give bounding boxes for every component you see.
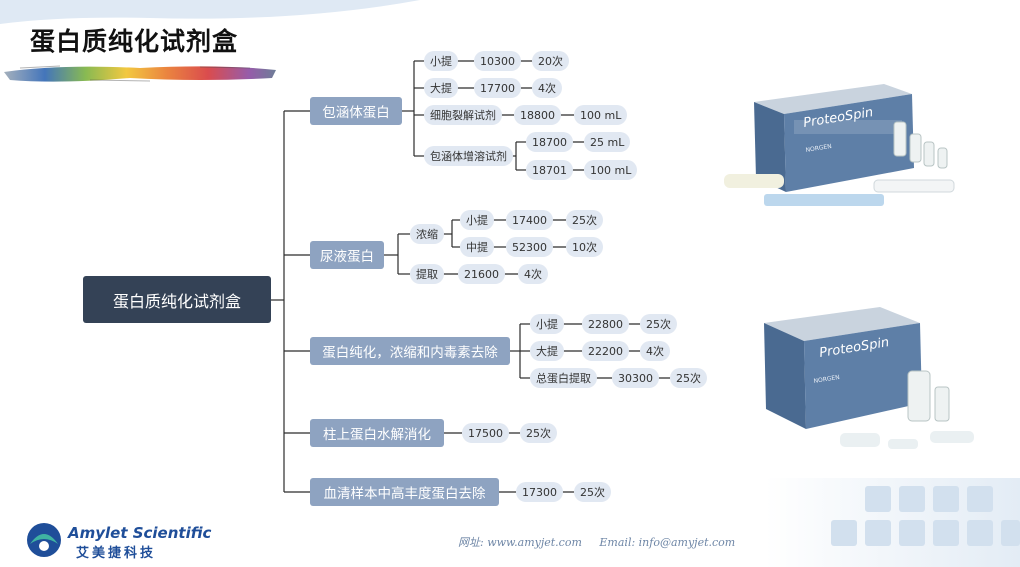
leaf-code: 17500 [462, 423, 509, 443]
website-link[interactable]: 网址: www.amyjet.com [458, 536, 582, 549]
slide-title: 蛋白质纯化试剂盒 [30, 27, 239, 56]
leaf-code: 52300 [506, 237, 553, 257]
leaf-name: 大提 [424, 78, 458, 98]
leaf-name: 小提 [460, 210, 494, 230]
leaf-name: 中提 [460, 237, 494, 257]
branch-urine-protein: 尿液蛋白 [310, 241, 384, 269]
leaf-name: 总蛋白提取 [530, 368, 597, 388]
leaf-code: 18700 [526, 132, 573, 152]
leaf-spec: 25次 [566, 210, 603, 230]
leaf-code: 18800 [514, 105, 561, 125]
amylet-logo-icon [27, 523, 61, 557]
leaf-spec: 4次 [532, 78, 562, 98]
leaf-spec: 4次 [640, 341, 670, 361]
leaf-code: 17700 [474, 78, 521, 98]
leaf-spec: 25 mL [584, 132, 631, 152]
leaf-code: 10300 [474, 51, 521, 71]
leaf-spec: 25次 [670, 368, 707, 388]
leaf-code: 21600 [458, 264, 505, 284]
svg-text:NORGEN: NORGEN [813, 374, 840, 385]
leaf-code: 18701 [526, 160, 573, 180]
branch-on-column-digestion: 柱上蛋白水解消化 [310, 419, 444, 447]
mindmap-root: 蛋白质纯化试剂盒 [83, 276, 271, 323]
leaf-spec: 100 mL [584, 160, 638, 180]
email-link[interactable]: Email: info@amyjet.com [599, 536, 736, 549]
branch-protein-purification: 蛋白纯化，浓缩和内毒素去除 [310, 337, 510, 365]
proteospin-kit-image-1: ProteoSpin NORGEN [724, 84, 955, 206]
leaf-name: 细胞裂解试剂 [424, 105, 502, 125]
decorative-tiles [765, 478, 1020, 567]
leaf-name: 小提 [424, 51, 458, 71]
leaf-sub: 浓缩 [410, 224, 444, 244]
leaf-code: 22800 [582, 314, 629, 334]
leaf-spec: 25次 [520, 423, 557, 443]
brand-name: Amylet Scientific [68, 524, 212, 542]
proteospin-kit-image-2: ProteoSpin NORGEN [764, 307, 974, 449]
leaf-name: 大提 [530, 341, 564, 361]
branch-serum-depletion: 血清样本中高丰度蛋白去除 [310, 478, 499, 506]
leaf-spec: 25次 [640, 314, 677, 334]
footer-contact: 网址: www.amyjet.com Email: info@amyjet.co… [458, 534, 749, 550]
rainbow-brush-stroke [4, 65, 276, 82]
leaf-name: 提取 [410, 264, 444, 284]
leaf-spec: 4次 [518, 264, 548, 284]
leaf-code: 17300 [516, 482, 563, 502]
leaf-spec: 25次 [574, 482, 611, 502]
leaf-spec: 100 mL [574, 105, 628, 125]
brand-name-cn: 艾美捷科技 [76, 546, 157, 561]
leaf-code: 22200 [582, 341, 629, 361]
header-swoosh [0, 0, 420, 24]
leaf-code: 17400 [506, 210, 553, 230]
leaf-spec: 10次 [566, 237, 603, 257]
leaf-spec: 20次 [532, 51, 569, 71]
branch-inclusion-body-protein: 包涵体蛋白 [310, 97, 402, 125]
svg-text:NORGEN: NORGEN [805, 143, 832, 154]
leaf-name: 小提 [530, 314, 564, 334]
leaf-code: 30300 [612, 368, 659, 388]
leaf-name: 包涵体增溶试剂 [424, 146, 513, 166]
